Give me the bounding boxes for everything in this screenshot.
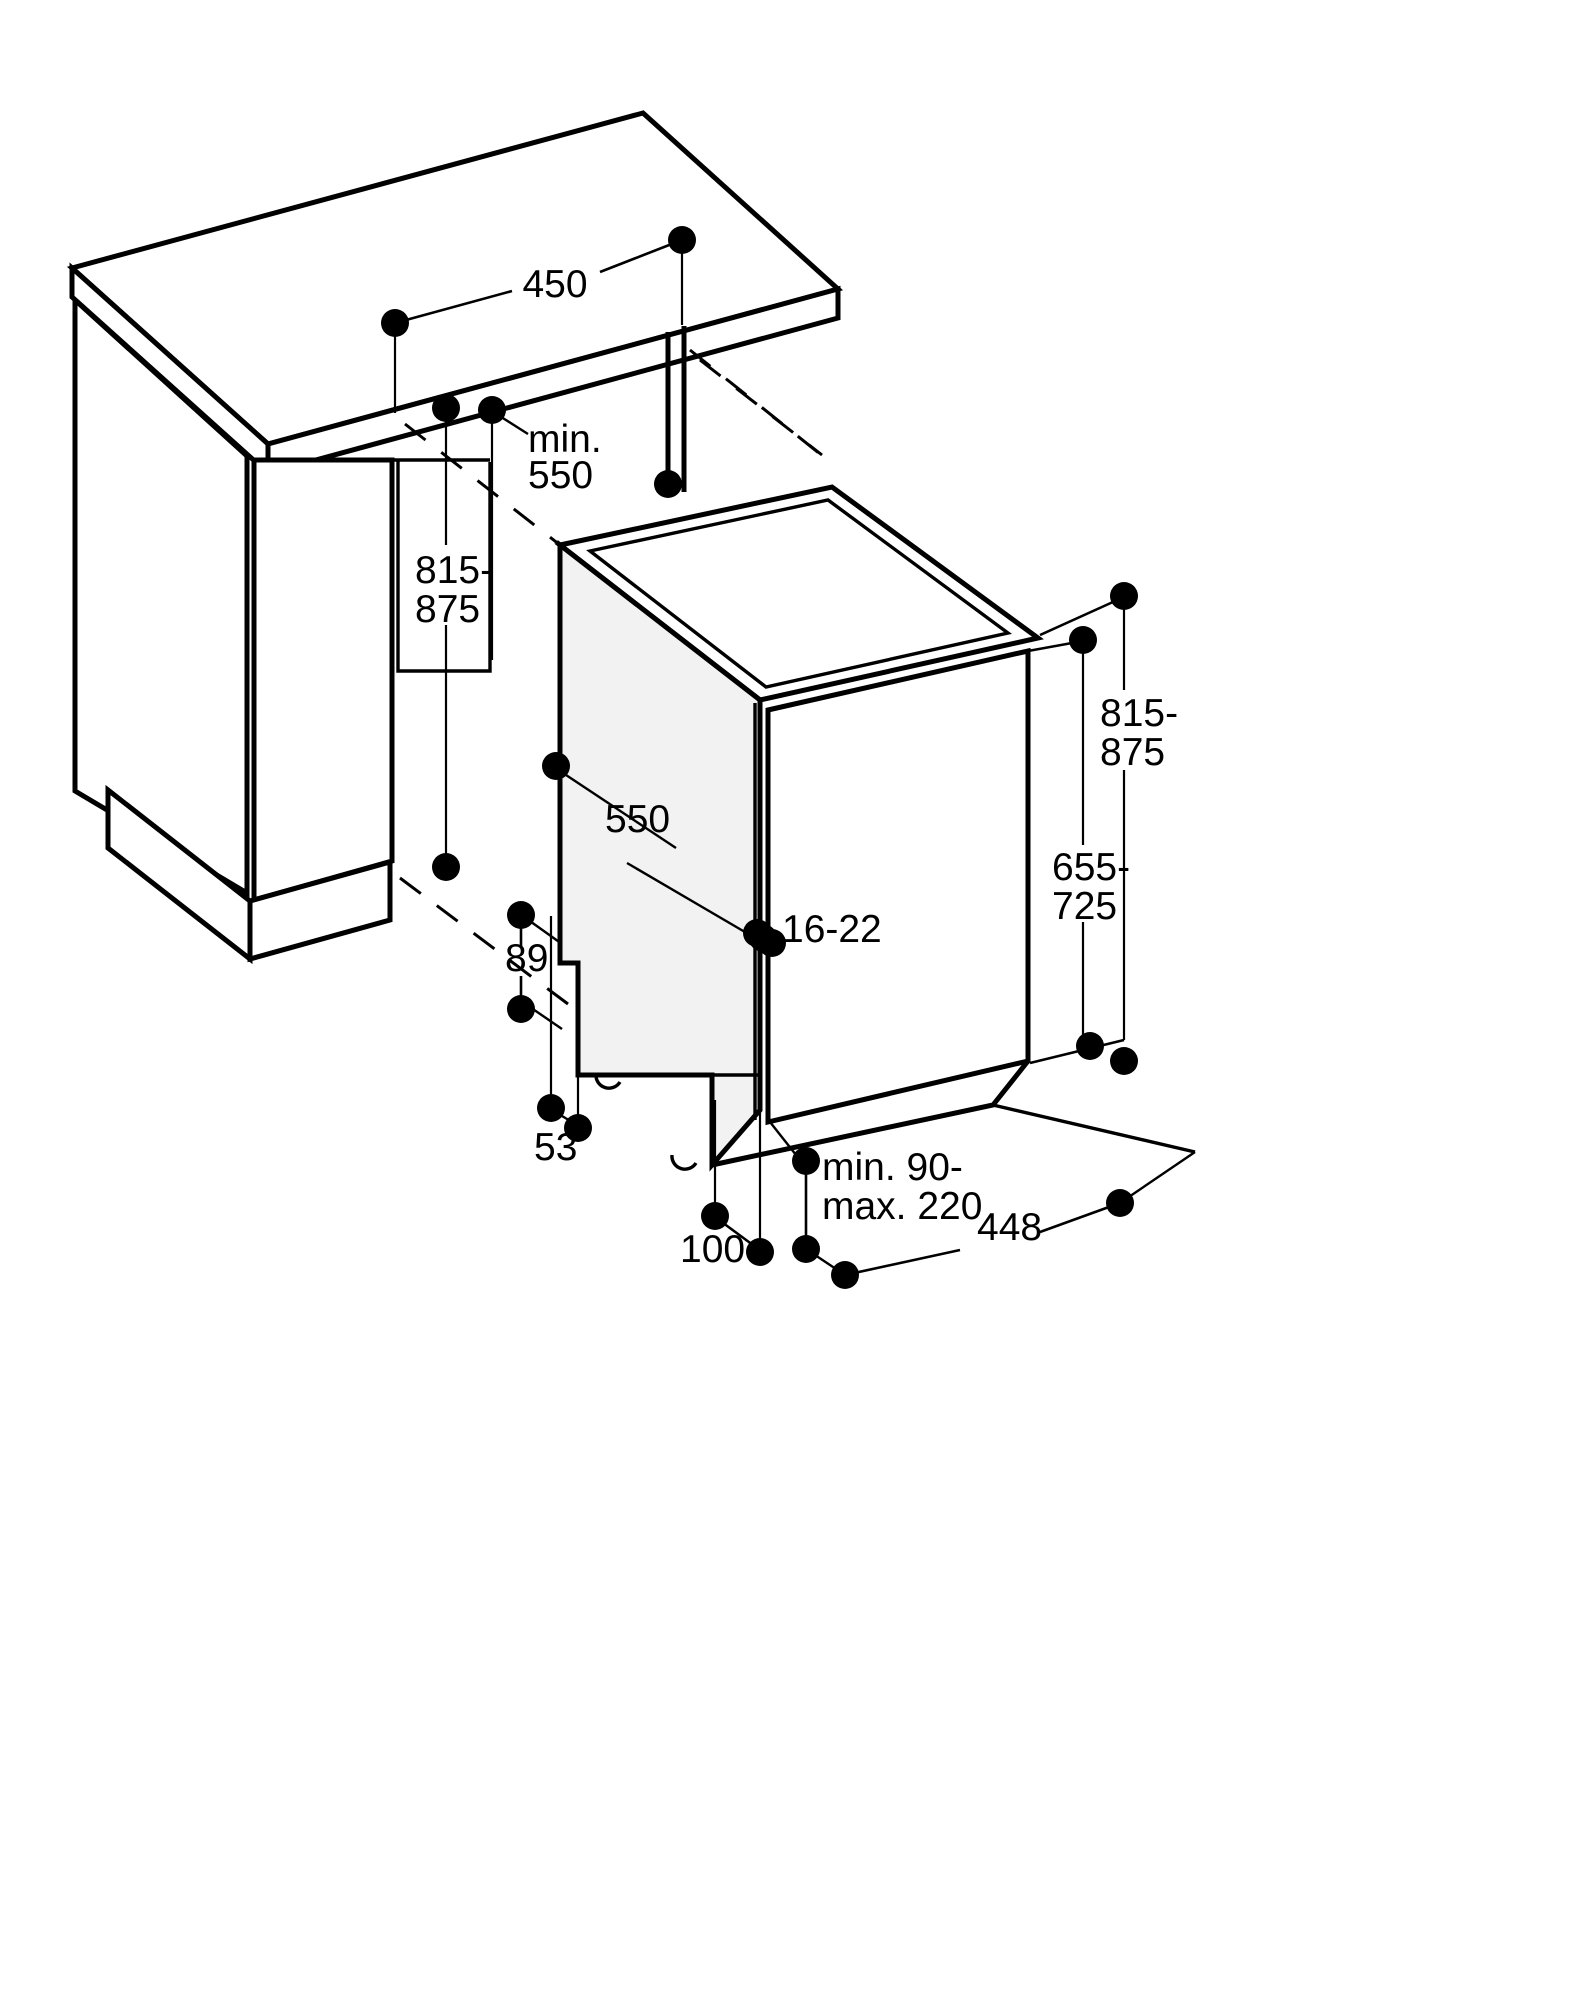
dim-label-815-875-left-line1: 815- (415, 549, 493, 592)
dim-label-89: 89 (505, 937, 548, 980)
dim-label-100: 100 (680, 1228, 745, 1271)
dim-line-815-875-right-bottom-leader (1029, 1038, 1125, 1065)
appliance-footprint-right (992, 1103, 1196, 1154)
leader-line-448-right (1119, 1151, 1196, 1204)
dim-dot-448-left (831, 1261, 859, 1289)
dim-label-450: 450 (522, 263, 587, 306)
dim-dot-450-left (381, 309, 409, 337)
dim-dot-655-725-top (1069, 626, 1097, 654)
dim-label-min550-line2: 550 (528, 454, 593, 497)
dimension-89-group: 89 (505, 901, 563, 1030)
dim-dot-89-top (507, 901, 535, 929)
dishwasher-base-line (710, 1108, 762, 1167)
dim-dot-815-875-left-top (432, 394, 460, 422)
dim-line-450-right-seg (599, 238, 683, 274)
cabinet-plinth-side (105, 784, 253, 965)
cabinet-front-door (251, 457, 395, 904)
dim-dot-815-875-right-top (1110, 582, 1138, 610)
countertop-group (66, 110, 844, 479)
leader-line-89-top (526, 918, 563, 945)
dim-label-service-zone-line1: min. 90- (822, 1146, 963, 1189)
dim-dot-450-right (668, 226, 696, 254)
dim-line-448-left-seg (844, 1248, 961, 1277)
dim-label-448: 448 (977, 1206, 1042, 1249)
hidden-line-niche-diagonal-right (689, 348, 831, 464)
dimension-815-875-left-group: 815- 875 (415, 394, 493, 881)
leader-line-550-lower (626, 861, 763, 944)
dimension-service-zone-group: min. 90- max. 220 (769, 1121, 982, 1263)
dim-dot-655-725-bottom (1076, 1032, 1104, 1060)
dimension-655-725-group: 655- 725 (1027, 626, 1130, 1060)
dim-dot-min550-bottom (654, 470, 682, 498)
dim-dot-min550-top (478, 396, 506, 424)
dim-label-815-875-left-line2: 875 (415, 588, 480, 631)
dim-dot-53-left (537, 1094, 565, 1122)
dim-label-655-725-line1: 655- (1052, 846, 1130, 889)
dimension-815-875-right-group: 815- 875 (1029, 582, 1178, 1075)
dimension-min550-group: min. 550 (478, 396, 682, 660)
dim-label-16-22: 16-22 (782, 908, 882, 951)
dim-label-service-zone-line2: max. 220 (822, 1185, 982, 1228)
dim-dot-service-zone-top (792, 1147, 820, 1175)
left-cabinet-group (72, 294, 395, 965)
dim-dot-100-right (746, 1238, 774, 1266)
dim-dot-448-right (1106, 1189, 1134, 1217)
dim-dot-815-875-right-bottom (1110, 1047, 1138, 1075)
dim-line-450-left-seg (394, 289, 513, 325)
hidden-line-niche-diagonal-mid (699, 358, 823, 457)
dim-dot-550-depth-start (542, 752, 570, 780)
hidden-line-niche-diagonal-top (404, 422, 561, 547)
dimension-16-22-group: 16-22 (743, 908, 882, 957)
dimension-53-group: 53 (534, 916, 592, 1169)
dimension-450-group: 450 (381, 226, 696, 413)
dim-dot-100-left (701, 1202, 729, 1230)
niche-floor-left (396, 460, 492, 673)
dim-line-815-875-right-top-leader (1039, 595, 1125, 637)
dim-dot-815-875-left-bottom (432, 853, 460, 881)
dim-label-550-depth: 550 (605, 798, 670, 841)
dim-label-min550-line1: min. (528, 418, 602, 461)
dim-label-655-725-line2: 725 (1052, 885, 1117, 928)
dimension-100-group: 100 (680, 1075, 774, 1271)
dim-dot-53-right (564, 1114, 592, 1142)
leader-line-550-upper (562, 772, 677, 849)
dim-line-448-right-seg (1039, 1201, 1121, 1234)
dishwasher-foot-icon-2 (670, 1154, 698, 1171)
dishwasher-top-inner-rim (586, 498, 1013, 689)
dim-label-815-875-right-line2: 875 (1100, 731, 1165, 774)
dim-dot-16-22-b (758, 929, 786, 957)
dim-label-53: 53 (534, 1126, 577, 1169)
dimension-448-group: 448 (805, 1151, 1196, 1289)
dishwasher-foot-icon-1 (594, 1073, 622, 1090)
dim-dot-89-bottom (507, 995, 535, 1023)
dishwasher-group (554, 484, 1196, 1172)
niche-group (392, 326, 687, 673)
dim-label-815-875-right-line1: 815- (1100, 692, 1178, 735)
dishwasher-front-door-panel (765, 647, 1031, 1126)
